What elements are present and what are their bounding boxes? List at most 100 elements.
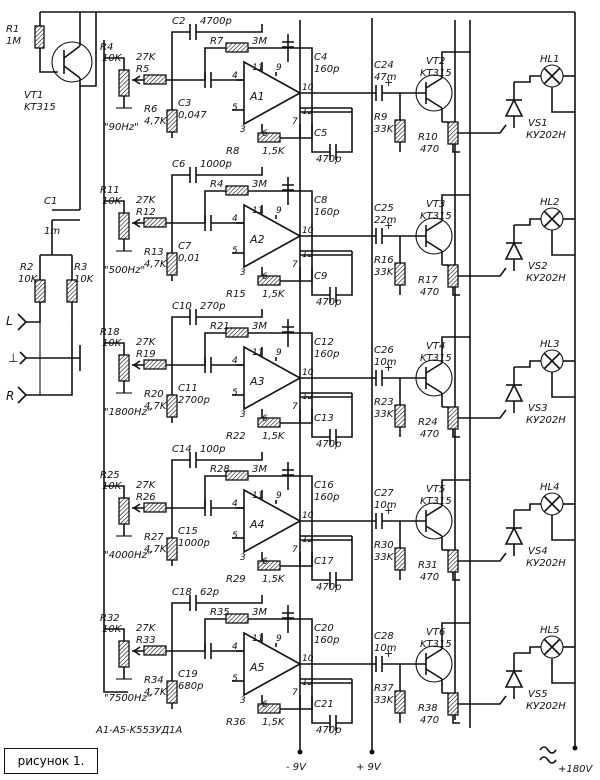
bias-resistor-value: 1,5K	[262, 574, 286, 585]
input-cap-value: 0,047	[178, 110, 207, 121]
pin-number: 7	[292, 545, 298, 555]
lamp-ref: HL2	[540, 197, 559, 208]
transistor-ref: VT4	[426, 341, 445, 352]
feedback-resistor-value: 3M	[252, 179, 267, 190]
output-cap-ref: C28	[374, 631, 394, 642]
pin-number: 4	[232, 71, 238, 81]
pin-number: 12	[302, 107, 314, 117]
pot-value: 10K	[102, 481, 123, 492]
r3-ref: R3	[74, 262, 87, 273]
ground-resistor-value: 4,7K	[144, 544, 168, 555]
pin-number: 9	[276, 491, 282, 501]
supply-positive-label: + 9V	[356, 762, 382, 773]
pin-number: 10	[302, 654, 314, 664]
polarity-mark: +	[384, 219, 393, 232]
pin-number: 12	[302, 250, 314, 260]
bottom-cap-ref: C21	[314, 699, 334, 710]
feedback-resistor-ref: R4	[210, 179, 223, 190]
ground-resistor-value: 4,7K	[144, 401, 168, 412]
comp-cap-ref: C16	[314, 480, 334, 491]
comp-cap-value: 160p	[314, 207, 339, 218]
output-cap-value: 10m	[374, 500, 397, 511]
comp-cap-ref: C20	[314, 623, 334, 634]
pin-number: 11	[252, 491, 263, 501]
polarity-mark: +	[384, 504, 393, 517]
input-cap-ref: C7	[178, 241, 192, 252]
figure-caption: рисунок 1.	[4, 748, 98, 774]
input-right-label: R	[6, 389, 14, 403]
pot-ref: R32	[100, 613, 120, 624]
top-cap-ref: C14	[172, 444, 192, 455]
bottom-cap-value: 470p	[316, 582, 341, 593]
output-cap-value: 10m	[374, 357, 397, 368]
r1-value: 1M	[6, 36, 21, 47]
frequency-label: "4000Hz"	[104, 550, 151, 561]
pin-number: 12	[302, 678, 314, 688]
output-cap-ref: C27	[374, 488, 394, 499]
polarity-mark: +	[384, 647, 393, 660]
supply-negative-label: - 9V	[286, 762, 307, 773]
pin-number: 5	[232, 246, 238, 256]
bottom-cap-ref: C17	[314, 556, 334, 567]
thyristor-type: КУ202Н	[526, 701, 566, 712]
top-cap-ref: C6	[172, 159, 185, 170]
pin-number: 12	[302, 392, 314, 402]
lamp-ref: HL4	[540, 482, 559, 493]
input-cap-ref: C3	[178, 98, 191, 109]
pin-number: 4	[232, 214, 238, 224]
top-cap-ref: C10	[172, 301, 192, 312]
top-cap-ref: C18	[172, 587, 192, 598]
thyristor-type: КУ202Н	[526, 273, 566, 284]
thyristor-ref: VS5	[528, 689, 548, 700]
pin-number: 4	[232, 356, 238, 366]
input-cap-ref: C19	[178, 669, 198, 680]
bias-resistor2-ref: R30	[374, 540, 394, 551]
bottom-cap-value: 470p	[316, 297, 341, 308]
ground-resistor-ref: R6	[144, 104, 157, 115]
comp-cap-value: 160p	[314, 492, 339, 503]
pot-ref: R11	[100, 185, 120, 196]
pin-number: 4	[232, 642, 238, 652]
emitter-resistor-ref: R17	[418, 275, 438, 286]
pin-number: 4	[232, 499, 238, 509]
bias-resistor-ref: R15	[226, 289, 246, 300]
emitter-resistor-value: 470	[420, 572, 439, 583]
input-resistor-ref: R33	[136, 635, 156, 646]
input-cap-ref: C15	[178, 526, 198, 537]
transistor-ref: VT6	[426, 627, 445, 638]
pin-number: 6	[262, 700, 268, 710]
thyristor-ref: VS3	[528, 403, 548, 414]
pin-number: 11	[252, 206, 263, 216]
bottom-cap-ref: C9	[314, 271, 327, 282]
pin-number: 5	[232, 531, 238, 541]
feedback-resistor-ref: R28	[210, 464, 230, 475]
thyristor-type: КУ202Н	[526, 415, 566, 426]
pin-number: 3	[240, 553, 246, 563]
transistor-type: KT315	[420, 68, 452, 79]
bias-resistor-ref: R36	[226, 717, 246, 728]
ground-resistor-ref: R27	[144, 532, 164, 543]
pin-number: 9	[276, 206, 282, 216]
feedback-resistor-ref: R7	[210, 36, 224, 47]
bias-resistor2-ref: R9	[374, 112, 387, 123]
input-resistor-value: 27K	[136, 195, 157, 206]
pin-number: 5	[232, 103, 238, 113]
frequency-label: "500Hz"	[104, 265, 145, 276]
input-resistor-ref: R26	[136, 492, 156, 503]
pot-ref: R4	[100, 42, 113, 53]
pin-number: 11	[252, 63, 263, 73]
pin-number: 3	[240, 268, 246, 278]
bias-resistor-ref: R29	[226, 574, 246, 585]
opamp-ref: A4	[249, 518, 265, 531]
feedback-resistor-value: 3M	[252, 464, 267, 475]
bottom-cap-value: 470p	[316, 439, 341, 450]
comp-cap-value: 160p	[314, 635, 339, 646]
emitter-resistor-ref: R38	[418, 703, 438, 714]
emitter-resistor-value: 470	[420, 429, 439, 440]
c1-ref: C1	[44, 196, 57, 207]
output-cap-ref: C25	[374, 203, 394, 214]
pin-number: 6	[262, 557, 268, 567]
